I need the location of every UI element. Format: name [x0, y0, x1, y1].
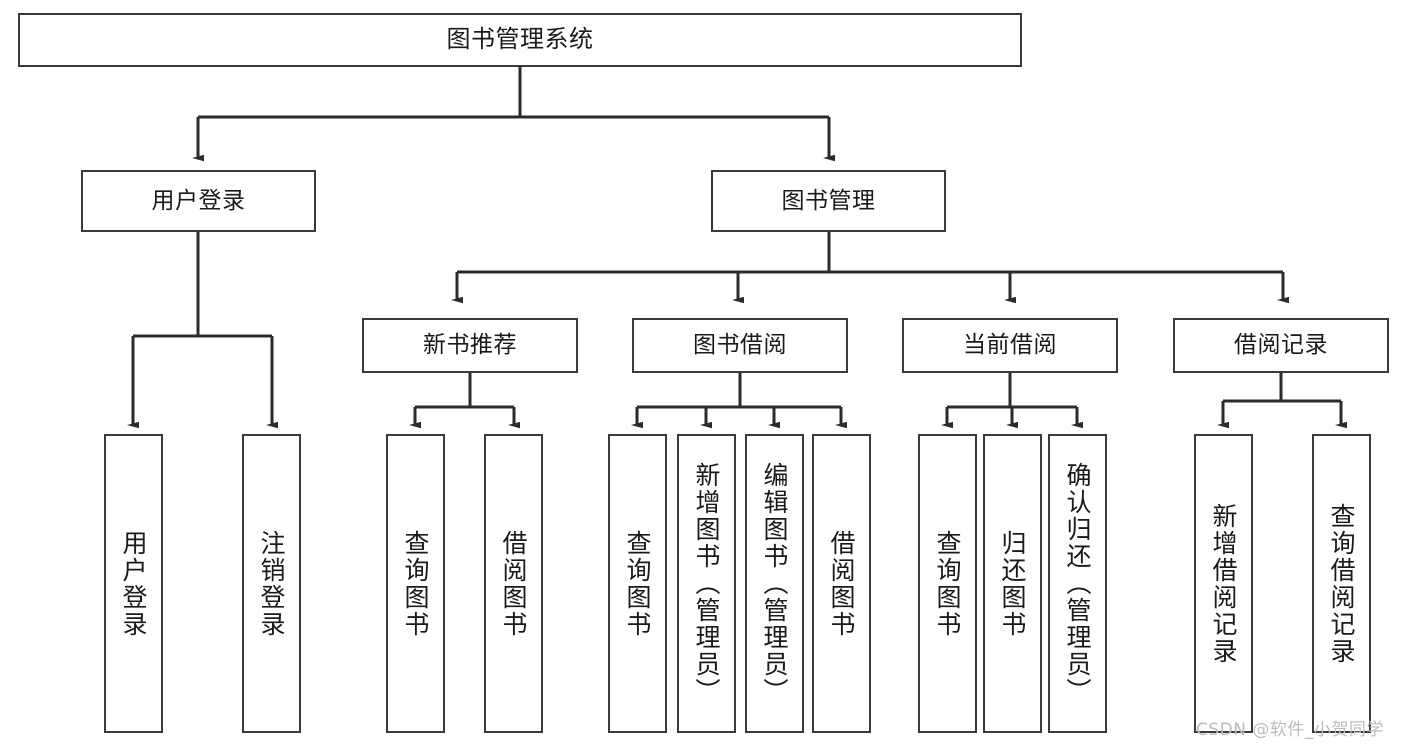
node-label: 新增图书（管理员） [692, 462, 721, 705]
node-label: 图书借阅 [693, 332, 787, 359]
node-label: 当前借阅 [963, 332, 1057, 359]
node-book-management[interactable]: 图书管理 [711, 170, 946, 232]
leaf-return-book[interactable]: 归还图书 [983, 434, 1042, 733]
leaf-query-book-2[interactable]: 查询图书 [608, 434, 667, 733]
node-label: 借阅图书 [499, 529, 528, 638]
node-label: 查询图书 [401, 529, 430, 638]
node-label: 用户登录 [119, 529, 148, 638]
leaf-confirm-return[interactable]: 确认归还（管理员） [1048, 434, 1107, 733]
node-label: 查询图书 [623, 529, 652, 638]
node-borrow-record[interactable]: 借阅记录 [1173, 318, 1389, 373]
node-label: 新增借阅记录 [1209, 502, 1238, 665]
node-label: 用户登录 [151, 187, 246, 214]
node-label: 借阅图书 [827, 529, 856, 638]
node-label: 图书管理系统 [446, 25, 594, 54]
node-root-system[interactable]: 图书管理系统 [18, 13, 1022, 67]
leaf-query-book-3[interactable]: 查询图书 [918, 434, 977, 733]
node-label: 归还图书 [998, 529, 1027, 638]
node-label: 新书推荐 [423, 332, 517, 359]
node-label: 图书管理 [781, 187, 876, 214]
node-user-login[interactable]: 用户登录 [81, 170, 316, 232]
leaf-add-record[interactable]: 新增借阅记录 [1194, 434, 1253, 733]
node-current-borrow[interactable]: 当前借阅 [902, 318, 1118, 373]
node-label: 注销登录 [257, 529, 286, 638]
node-book-borrow[interactable]: 图书借阅 [632, 318, 848, 373]
leaf-edit-book[interactable]: 编辑图书（管理员） [745, 434, 804, 733]
node-label: 编辑图书（管理员） [760, 462, 789, 705]
node-label: 确认归还（管理员） [1063, 462, 1092, 705]
node-label: 查询图书 [933, 529, 962, 638]
leaf-logout-login[interactable]: 注销登录 [242, 434, 301, 733]
node-label: 查询借阅记录 [1327, 502, 1356, 665]
leaf-user-login[interactable]: 用户登录 [104, 434, 163, 733]
leaf-query-book-1[interactable]: 查询图书 [386, 434, 445, 733]
leaf-query-record[interactable]: 查询借阅记录 [1312, 434, 1371, 733]
leaf-add-book[interactable]: 新增图书（管理员） [677, 434, 736, 733]
node-label: 借阅记录 [1234, 332, 1328, 359]
leaf-borrow-book-1[interactable]: 借阅图书 [484, 434, 543, 733]
leaf-borrow-book-2[interactable]: 借阅图书 [812, 434, 871, 733]
node-new-book-recommend[interactable]: 新书推荐 [362, 318, 578, 373]
csdn-watermark: CSDN @软件_小贺同学 [1196, 720, 1384, 740]
